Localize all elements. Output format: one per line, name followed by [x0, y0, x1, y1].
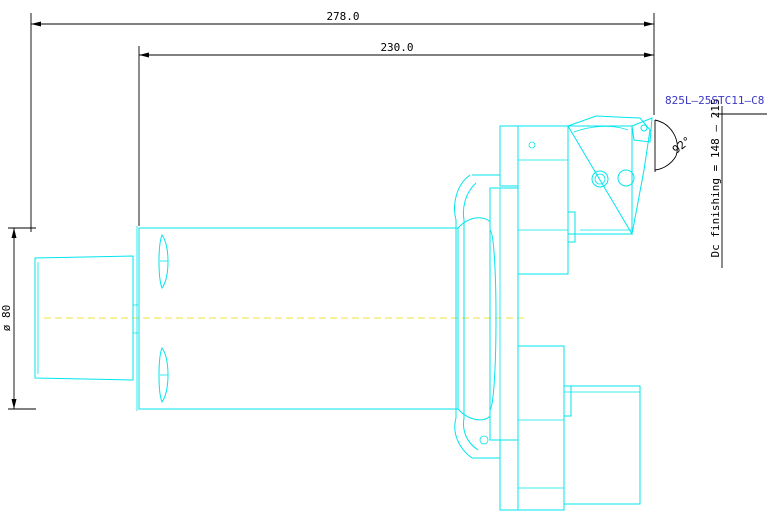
dc-finishing-label: Dc finishing = 148 – 215 — [709, 99, 722, 258]
insert-code-label: 825L–25STC11–C8 — [665, 94, 764, 107]
shank-diameter-label: ø 80 — [0, 305, 13, 332]
body-length-label: 230.0 — [380, 41, 413, 54]
dimension-lines — [8, 13, 767, 410]
overall-length-label: 278.0 — [326, 10, 359, 23]
tool-body — [136, 226, 459, 411]
lower-cartridge — [479, 345, 641, 511]
upper-cartridge — [499, 115, 653, 275]
insert-icon — [631, 117, 653, 143]
flange-plate — [454, 174, 500, 459]
insert-angle-label: 92° — [670, 134, 694, 156]
middle-block — [489, 187, 519, 441]
